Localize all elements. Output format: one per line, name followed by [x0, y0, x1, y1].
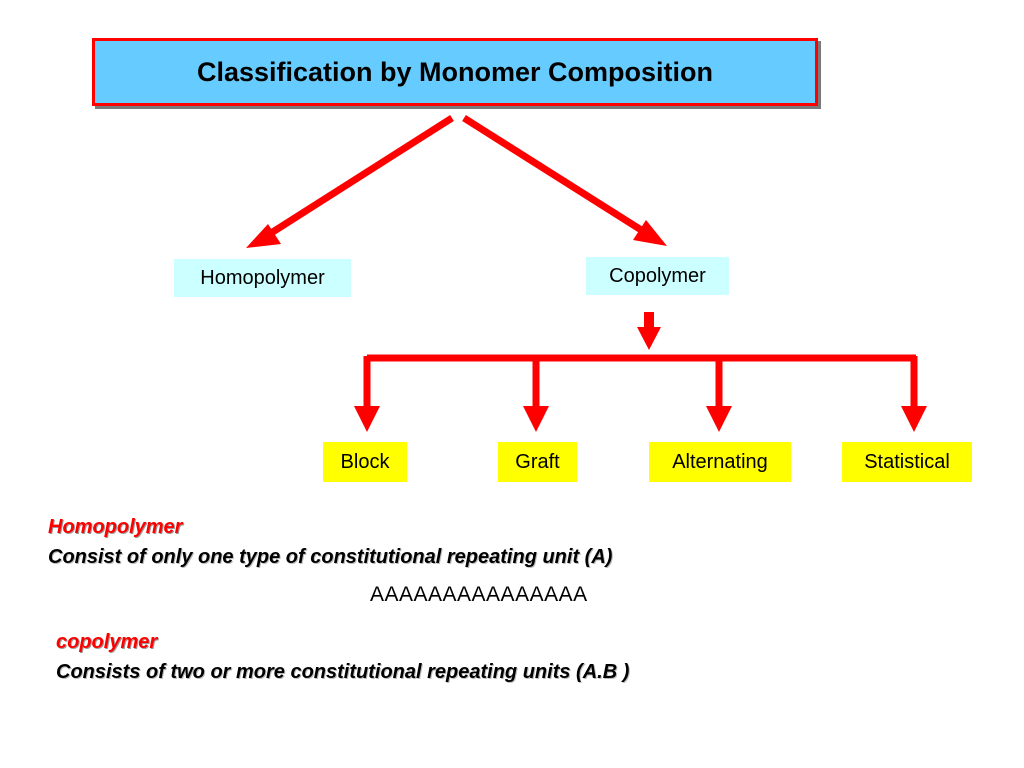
- arrowhead-block: [354, 406, 380, 432]
- arrowhead-copolymer-down: [637, 327, 661, 350]
- homopolymer-sequence: AAAAAAAAAAAAAAA: [370, 583, 588, 606]
- arrowhead-homopolymer: [246, 224, 281, 248]
- node-copolymer-label: Copolymer: [609, 264, 706, 287]
- arrow-to-homopolymer: [266, 115, 454, 238]
- node-alternating: Alternating: [649, 442, 791, 482]
- diagram-title-box: Classification by Monomer Composition: [92, 38, 818, 106]
- arrowhead-statistical: [901, 406, 927, 432]
- node-graft: Graft: [498, 442, 577, 482]
- homopolymer-definition: Consist of only one type of constitution…: [48, 546, 613, 568]
- node-alternating-label: Alternating: [672, 450, 768, 473]
- node-homopolymer: Homopolymer: [174, 259, 351, 297]
- copolymer-heading: copolymer: [56, 631, 158, 653]
- diagram-title: Classification by Monomer Composition: [196, 56, 714, 87]
- copolymer-definition: Consists of two or more constitutional r…: [56, 661, 630, 683]
- node-graft-label: Graft: [515, 450, 560, 473]
- arrowhead-graft: [523, 406, 549, 432]
- node-block: Block: [323, 442, 407, 482]
- arrowhead-copolymer: [633, 220, 667, 246]
- arrowhead-alternating: [706, 406, 732, 432]
- arrow-copolymer-down-stem: [644, 312, 654, 328]
- node-homopolymer-label: Homopolymer: [200, 266, 325, 289]
- node-block-label: Block: [340, 450, 390, 473]
- node-statistical: Statistical: [842, 442, 972, 482]
- homopolymer-heading: Homopolymer: [48, 516, 183, 538]
- node-statistical-label: Statistical: [864, 450, 950, 473]
- arrow-to-copolymer: [462, 115, 648, 236]
- node-copolymer: Copolymer: [586, 257, 729, 295]
